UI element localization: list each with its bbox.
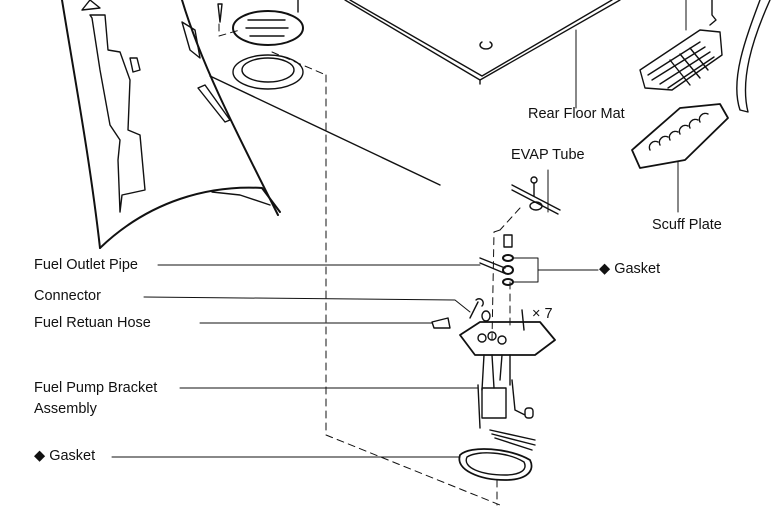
label-gasket-upper: ◆ Gasket — [599, 261, 660, 278]
gasket-upper-text: Gasket — [614, 261, 661, 277]
label-rear-floor-mat: Rear Floor Mat — [528, 106, 625, 122]
label-bracket-line2: Assembly — [34, 401, 97, 417]
label-scuff-plate: Scuff Plate — [652, 217, 722, 233]
evap-tube-drawing — [511, 169, 561, 215]
label-fuel-return-hose: Fuel Retuan Hose — [34, 315, 151, 331]
rear-floor-mat-drawing — [344, 0, 621, 109]
label-connector: Connector — [34, 288, 101, 304]
lower-gasket-drawing — [458, 448, 533, 481]
label-evap-tube: EVAP Tube — [511, 147, 585, 163]
label-gasket-lower: ◆ Gasket — [34, 448, 95, 465]
seat-panel-drawing — [61, 0, 441, 249]
non-reusable-diamond-icon: ◆ — [599, 261, 611, 277]
alignment-dashed-lines — [218, 23, 521, 506]
label-fuel-outlet-pipe: Fuel Outlet Pipe — [34, 257, 138, 273]
scuff-plate-drawing — [631, 0, 771, 213]
leader-lines — [111, 264, 481, 458]
non-reusable-diamond-icon: ◆ — [34, 448, 46, 464]
label-bracket-line1: Fuel Pump Bracket — [34, 380, 158, 396]
gasket-washers-drawing — [479, 234, 599, 286]
gasket-lower-text: Gasket — [49, 448, 96, 464]
fuel-pump-bracket-drawing — [431, 298, 556, 451]
label-screw-count: × 7 — [532, 306, 553, 322]
service-hole-cover-drawing — [217, 0, 304, 90]
